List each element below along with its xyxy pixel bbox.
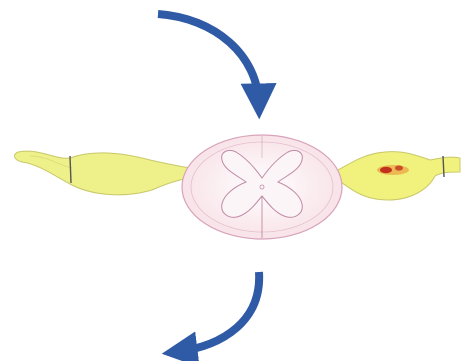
spinal-cord-section: [182, 135, 342, 239]
outgoing-curved-arrow-icon: [176, 272, 259, 352]
right-nerve-root: [338, 152, 460, 200]
incoming-curved-arrow-icon: [158, 14, 259, 105]
left-nerve-root: [15, 151, 190, 195]
left-cut-mark: [70, 156, 71, 183]
right-cut-mark: [443, 156, 444, 177]
